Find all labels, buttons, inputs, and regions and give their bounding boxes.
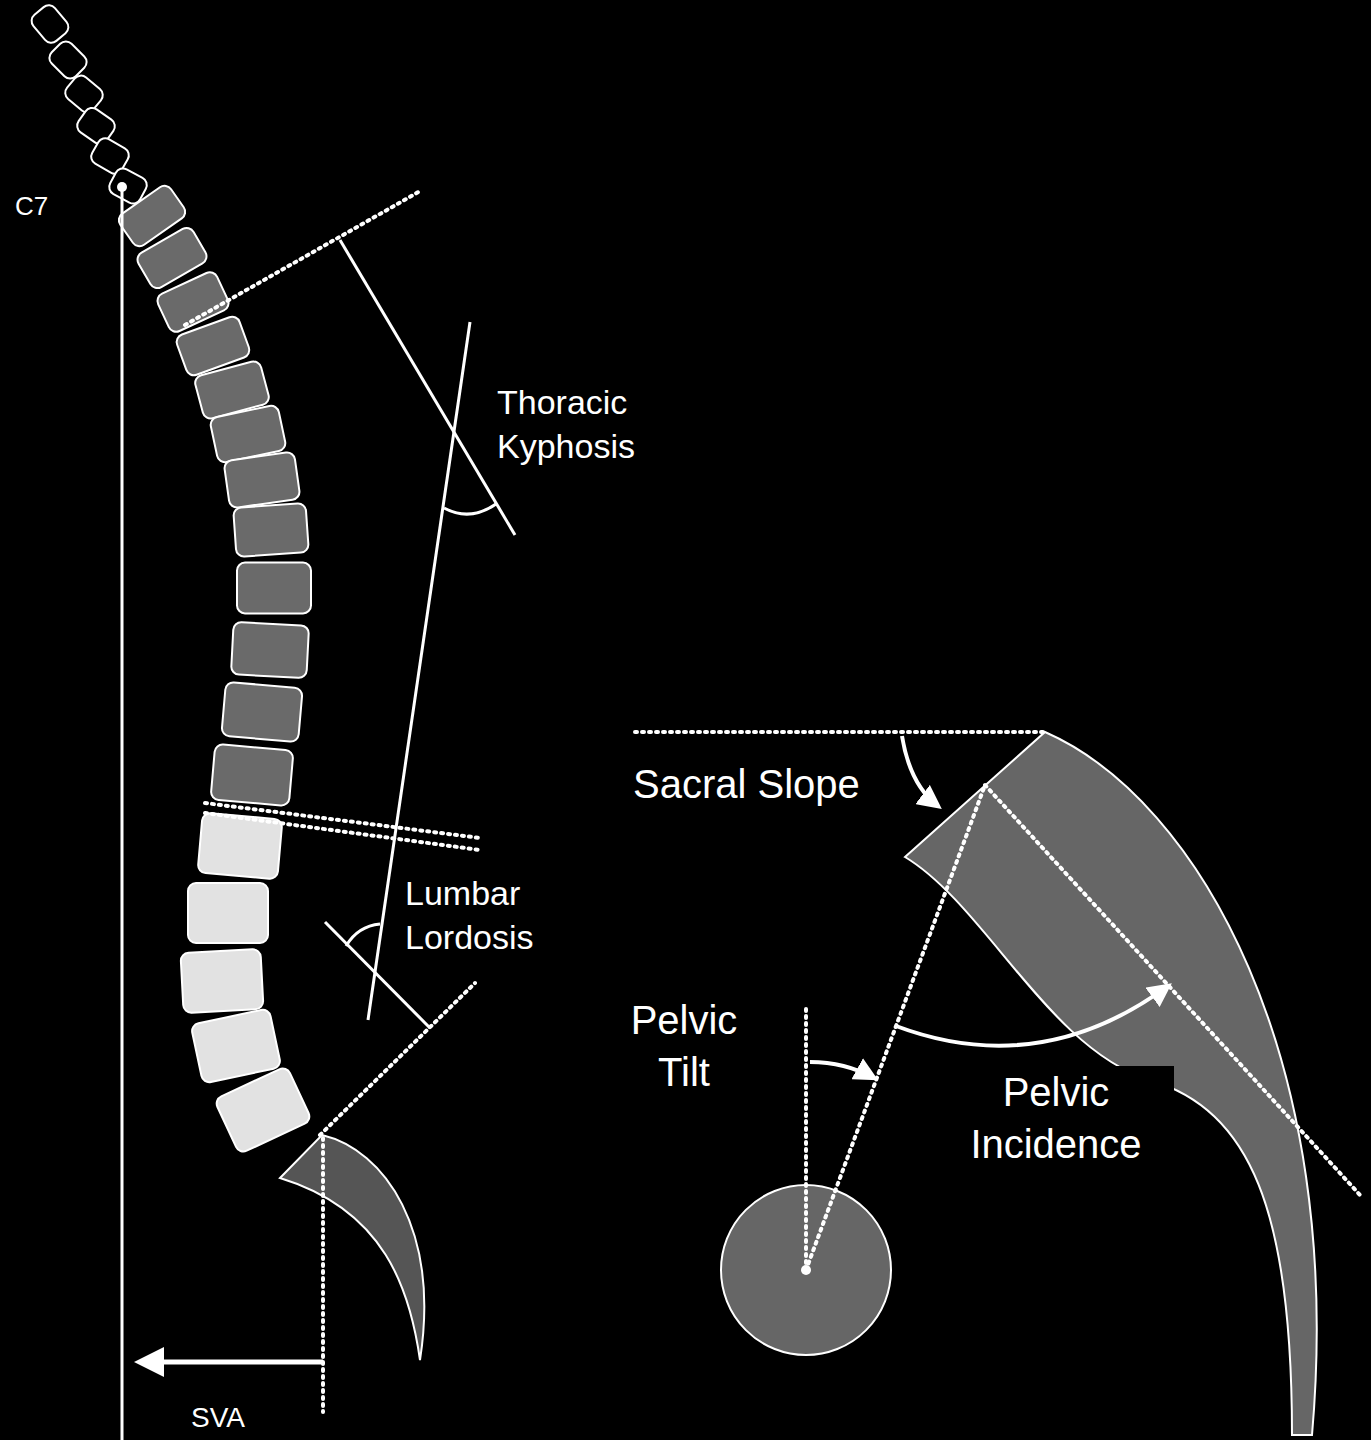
vertebra xyxy=(191,1008,282,1083)
vertebra xyxy=(28,2,71,46)
angle-label: Pelvic Tilt xyxy=(606,994,762,1098)
vertebra xyxy=(221,682,302,743)
angle-label: Pelvic Incidence xyxy=(938,1066,1174,1170)
lordosis-arc xyxy=(346,924,380,946)
vertebra xyxy=(214,1066,312,1154)
sacral-slope-arrow xyxy=(902,736,938,806)
vertebra-label: C7 xyxy=(12,190,51,224)
vertebra xyxy=(180,949,263,1013)
kyphosis-arc xyxy=(444,504,496,514)
angle-label: Thoracic Kyphosis xyxy=(494,380,680,468)
sacrum xyxy=(280,1135,424,1360)
horizontal-ref xyxy=(635,730,1045,734)
vertebra xyxy=(231,622,309,678)
vertebra xyxy=(188,883,268,943)
sacral-plumb xyxy=(321,1138,325,1412)
angle-label: Sacral Slope xyxy=(630,758,863,810)
hip-center xyxy=(801,1265,811,1275)
distance-label: SVA xyxy=(188,1400,248,1436)
angle-label: Lumbar Lordosis xyxy=(402,871,573,959)
l1-endplate-line xyxy=(205,813,480,850)
vertical-ref xyxy=(804,1005,808,1270)
vertebra xyxy=(224,451,301,508)
plumb-line xyxy=(121,187,124,1440)
vertebra xyxy=(233,503,309,557)
pelvic-tilt-arrow xyxy=(810,1062,874,1078)
pelvic-incidence-arrow xyxy=(896,986,1168,1046)
vertebra xyxy=(210,744,293,806)
sva-arrow xyxy=(140,1360,323,1365)
t-endplate-line xyxy=(185,190,422,325)
c7-dot xyxy=(117,182,127,192)
vertebra xyxy=(237,563,311,614)
s1-endplate-line xyxy=(320,983,475,1135)
kyphosis-perpendicular xyxy=(340,240,515,535)
vertebra xyxy=(62,72,106,115)
vertebrae xyxy=(28,2,312,1154)
